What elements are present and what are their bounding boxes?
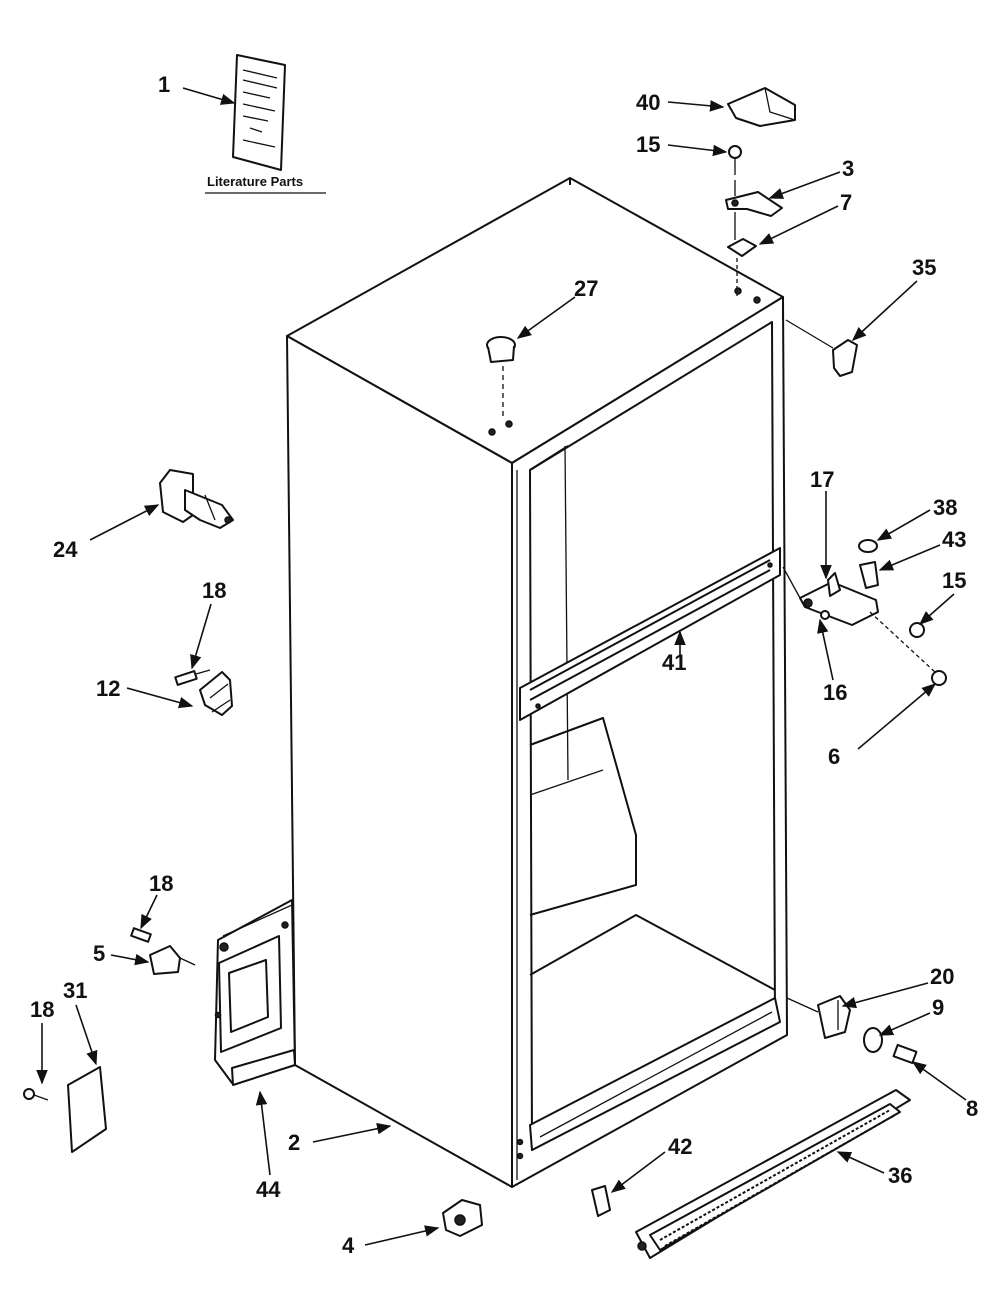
callout-24: 24: [53, 537, 78, 562]
callout-38: 38: [933, 495, 957, 520]
callout-27: 27: [574, 276, 598, 301]
leveling-screw-18: [130, 927, 152, 943]
callout-16: 16: [823, 680, 847, 705]
callout-15: 15: [942, 568, 966, 593]
literature-booklet: [232, 54, 286, 171]
center-hinge: [782, 566, 936, 673]
hinge-washer-9: [863, 1027, 883, 1053]
callout-20: 20: [930, 964, 954, 989]
hinge-cover: [727, 87, 796, 127]
callout-7: 7: [840, 190, 852, 215]
hinge-screw-15-mid: [909, 622, 925, 638]
plug-button: [486, 336, 516, 420]
callout-43: 43: [942, 527, 966, 552]
callout-42: 42: [668, 1134, 692, 1159]
callout-labels: 1 40 15 3 7 35 27 24 18 12 17 38 43 15 4…: [30, 72, 978, 1258]
wire-clamp: [159, 469, 234, 529]
door-stop: [785, 319, 858, 377]
cover-screw-18: [23, 1088, 49, 1101]
hinge-screw-8: [892, 1043, 918, 1065]
callout-18: 18: [202, 578, 226, 603]
callout-36: 36: [888, 1163, 912, 1188]
roller-foot: [442, 1199, 483, 1237]
top-hinge-screw: [728, 145, 742, 175]
callout-3: 3: [842, 156, 854, 181]
leveling-bracket: [149, 945, 196, 975]
literature-parts-caption: Literature Parts: [207, 174, 303, 189]
bracket-screw-18: [174, 669, 211, 686]
lower-hinge: [786, 995, 851, 1039]
callout-5: 5: [93, 941, 105, 966]
callout-40: 40: [636, 90, 660, 115]
callout-6: 6: [828, 744, 840, 769]
top-hinge: [725, 180, 783, 217]
leader-lines: [36, 87, 967, 1246]
callout-35: 35: [912, 255, 936, 280]
callout-17: 17: [810, 467, 834, 492]
compressor-panel: [214, 899, 296, 1086]
divider-rail: [519, 547, 781, 721]
callout-4: 4: [342, 1233, 355, 1258]
callout-44: 44: [256, 1177, 281, 1202]
hinge-bushing-38: [858, 539, 878, 553]
callout-15: 15: [636, 132, 660, 157]
callout-41: 41: [662, 650, 686, 675]
hinge-spacer-43: [859, 561, 879, 589]
toe-grille: [635, 1089, 911, 1259]
callout-2: 2: [288, 1130, 300, 1155]
callout-31: 31: [63, 978, 87, 1003]
access-cover: [67, 1066, 107, 1153]
hinge-shim: [727, 212, 757, 296]
bracket-hinge-left: [199, 671, 233, 716]
cabinet-body: [286, 177, 788, 1188]
callout-12: 12: [96, 676, 120, 701]
callout-8: 8: [966, 1096, 978, 1121]
callout-1: 1: [158, 72, 170, 97]
callout-9: 9: [932, 995, 944, 1020]
grille-clip: [591, 1185, 611, 1217]
callout-18: 18: [149, 871, 173, 896]
callout-18: 18: [30, 997, 54, 1022]
hinge-screw-6: [931, 670, 947, 686]
